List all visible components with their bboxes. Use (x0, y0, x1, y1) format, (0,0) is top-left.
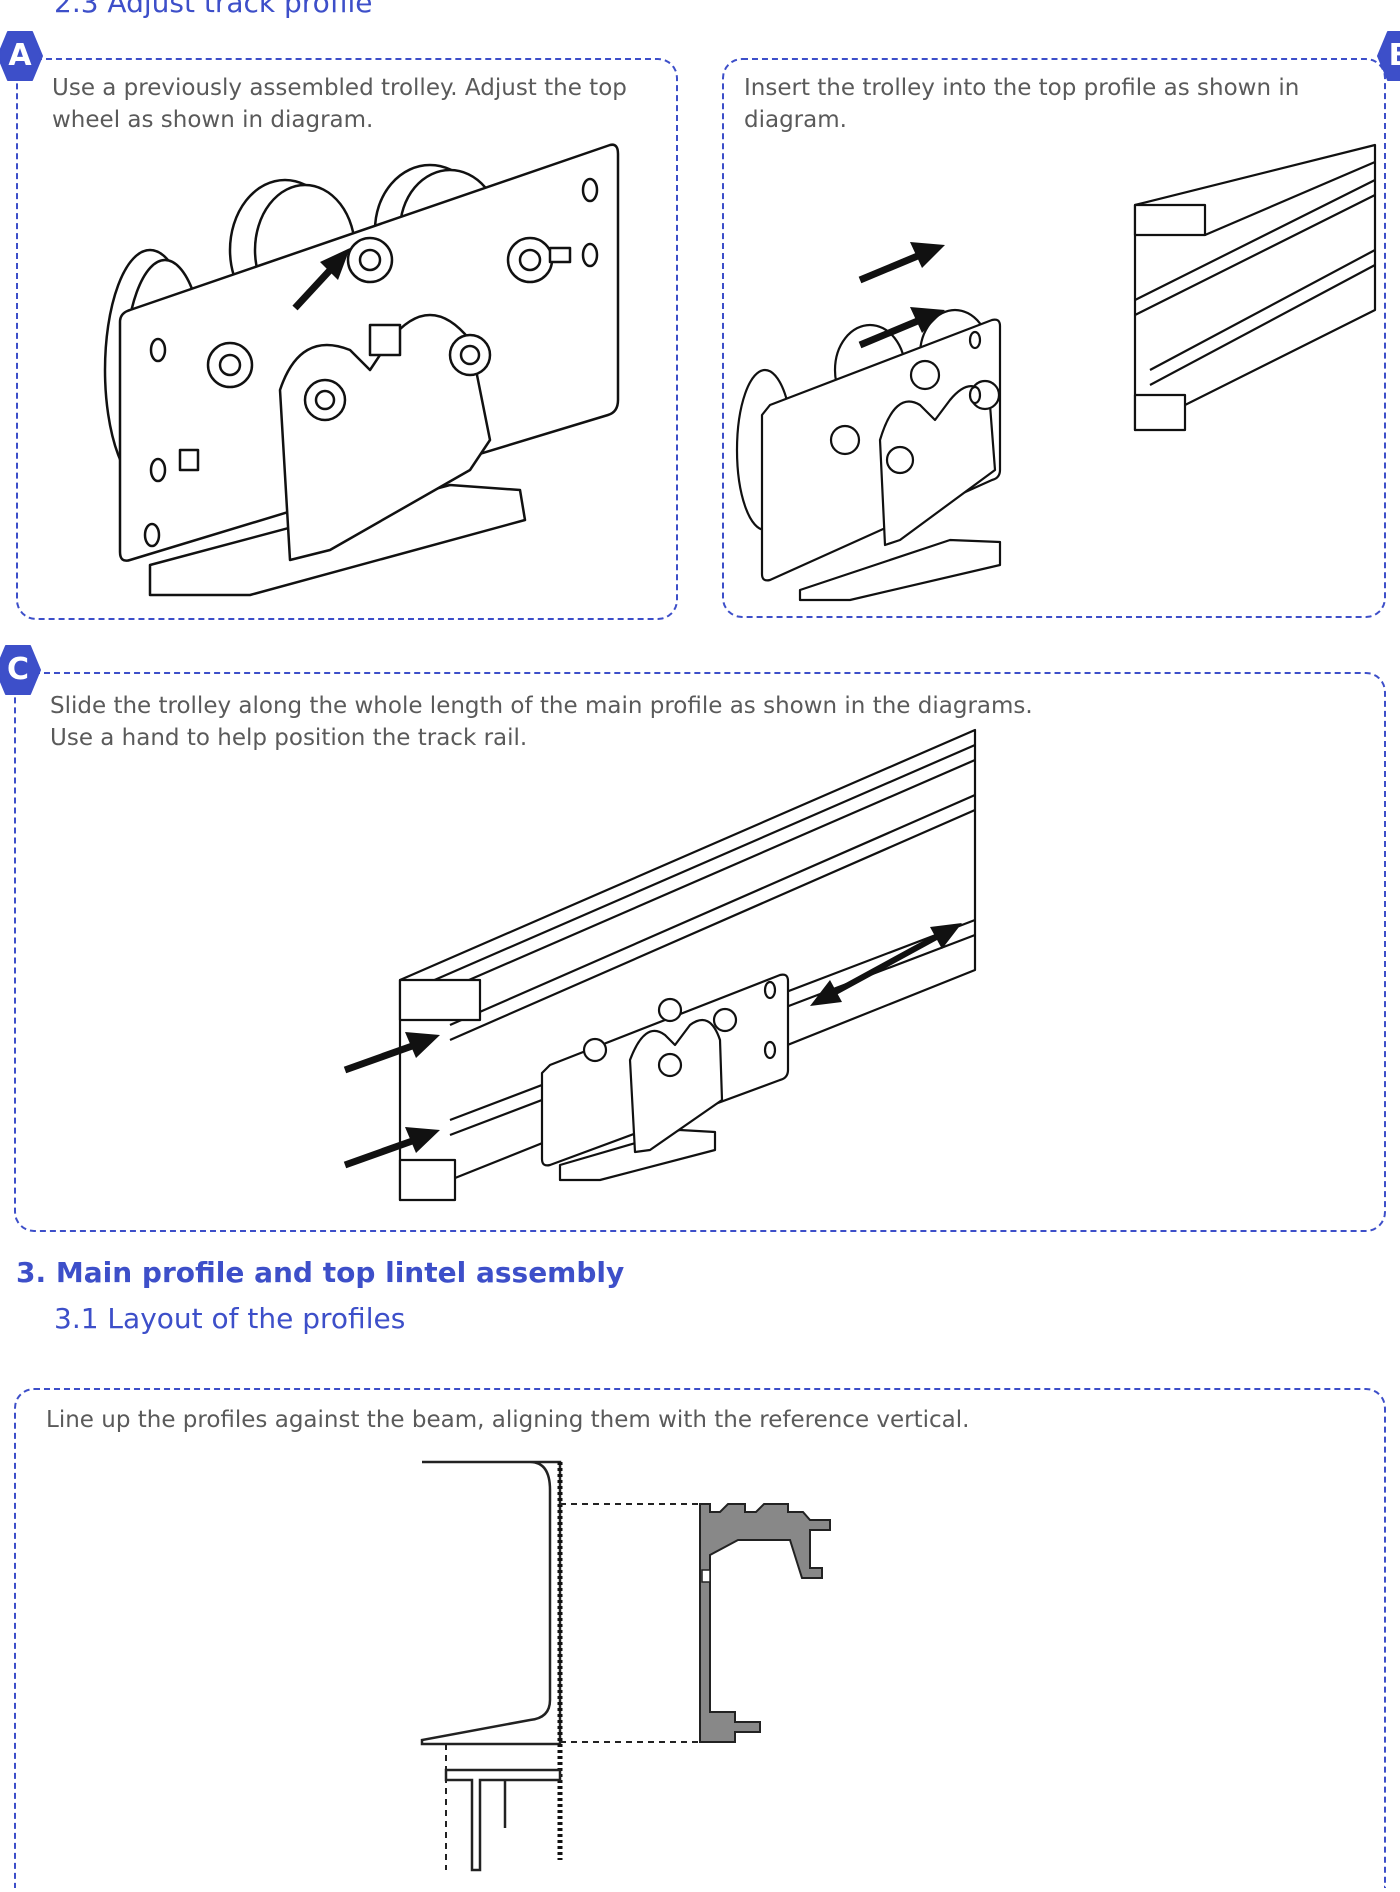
trolley-insert-profile-illustration (735, 143, 1377, 602)
arrow-icon (858, 242, 945, 284)
arrow-icon (343, 1032, 440, 1074)
step-b-panel (722, 58, 1386, 618)
trolley-slide-profile-illustration (343, 728, 977, 1202)
step-a-panel (16, 58, 678, 620)
profile-layout-cross-section-illustration (420, 1460, 831, 1872)
step-c-panel (14, 672, 1386, 1232)
subsection-title: 2.3 Adjust track profile (54, 0, 373, 19)
step-b-badge: B (1376, 30, 1400, 82)
section-subtitle: 3.1 Layout of the profiles (54, 1302, 406, 1335)
layout-text: Line up the profiles against the beam, a… (46, 1407, 970, 1433)
main-profile-shape (699, 1503, 831, 1743)
arrow-icon (343, 1127, 440, 1169)
trolley-wheel-adjust-illustration (103, 143, 620, 597)
step-c-badge: C (0, 644, 42, 696)
arrow-icon (858, 307, 945, 349)
section-title: 3. Main profile and top lintel assembly (16, 1256, 625, 1289)
double-arrow-icon (810, 923, 962, 1006)
step-a-text: Use a previously assembled trolley. Adju… (52, 75, 627, 133)
step-c-text: Slide the trolley along the whole length… (50, 693, 1033, 751)
lintel-profile-shape (444, 1768, 562, 1872)
arrow-icon (292, 248, 350, 311)
step-a-badge: A (0, 30, 44, 82)
step-b-text: Insert the trolley into the top profile … (744, 75, 1300, 133)
layout-panel (14, 1388, 1386, 1888)
